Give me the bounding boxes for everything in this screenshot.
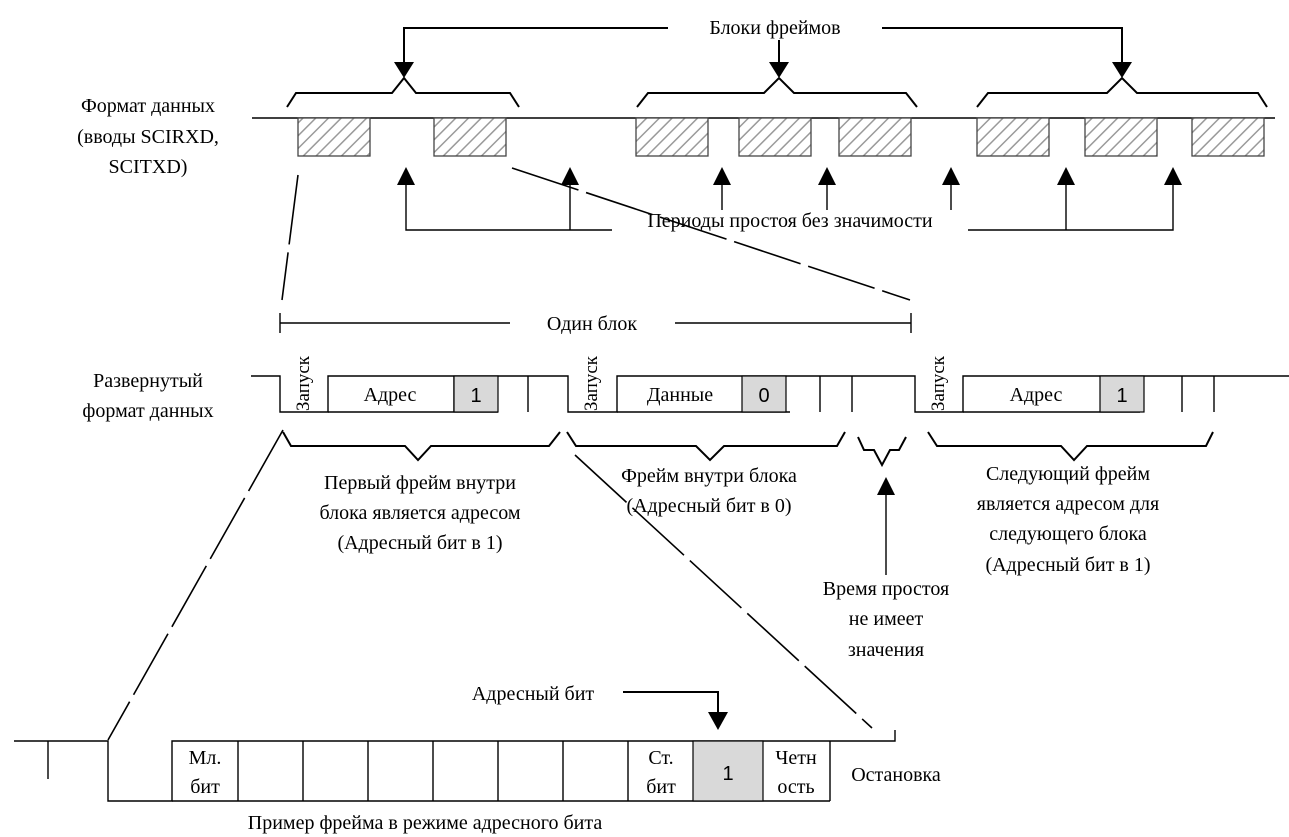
- next-frame-label-1: Следующий фрейм: [986, 463, 1150, 485]
- zoom-line-top-right: [511, 167, 911, 301]
- frame-block3-3: [1191, 117, 1265, 157]
- frame-block2-3: [838, 117, 912, 157]
- block-brace-1: [286, 76, 520, 108]
- first-frame-label-2: блока является адресом: [319, 502, 520, 524]
- idle-bracket-right: [968, 185, 1174, 231]
- idle-arrows: [397, 167, 1182, 231]
- frame-block3-2: [1084, 117, 1158, 157]
- parity-label-2: ость: [777, 776, 814, 798]
- frame-example-section: Адресный бит 1 Мл. бит Ст. бит Четн ость…: [14, 683, 941, 834]
- frame-blocks-connector-right: [882, 27, 1123, 62]
- frame-block2-1: [635, 117, 709, 157]
- address-bit-pointer-line: [623, 691, 719, 714]
- top-data-format-section: Блоки фреймов Формат данных (вводы SCIRX…: [77, 17, 1275, 232]
- frame-brace-3: [927, 431, 1214, 462]
- idle-arrow-6: [1057, 167, 1075, 185]
- first-frame-label-3: (Адресный бит в 1): [337, 532, 502, 554]
- expanded-format-section: Один блок Развернутый формат данных Запу…: [82, 313, 1289, 661]
- frame-block2-2: [738, 117, 812, 157]
- data-field: Данные: [647, 384, 713, 406]
- data-format-label-line3: SCITXD): [109, 156, 188, 178]
- idle-bracket-left: [405, 185, 612, 231]
- frame-block1-2: [433, 117, 507, 157]
- idle-time-label-3: значения: [848, 639, 924, 661]
- block-brace-2: [636, 76, 918, 108]
- idle-arrow-4: [818, 167, 836, 185]
- start-label-2: Запуск: [581, 355, 602, 411]
- address-bit-2-value: 0: [758, 385, 769, 407]
- address-bit-1: [453, 375, 499, 413]
- msb-label-2: бит: [646, 776, 676, 798]
- idle-periods-label: Периоды простоя без значимости: [647, 210, 933, 232]
- address-bit-pointer-arrow: [708, 712, 728, 730]
- idle-arrow-1: [397, 167, 415, 185]
- address-field-1: Адрес: [364, 384, 417, 406]
- next-frame-label-2: является адресом для: [977, 493, 1159, 515]
- first-frame-label-1: Первый фрейм внутри: [324, 472, 516, 494]
- address-bit-3-value: 1: [1116, 385, 1127, 407]
- inner-frame-label-1: Фрейм внутри блока: [621, 465, 797, 487]
- address-bit-pointer-label: Адресный бит: [472, 683, 595, 705]
- frame-blocks-arrow-3: [1112, 62, 1132, 78]
- idle-arrow-3: [713, 167, 731, 185]
- frame-blocks-arrow-1: [394, 62, 414, 78]
- data-format-label-line2: (вводы SCIRXD,: [77, 126, 219, 148]
- address-bit-2: [741, 375, 787, 413]
- inner-frame-label-2: (Адресный бит в 0): [626, 495, 791, 517]
- lsb-label-1: Мл.: [189, 747, 222, 769]
- next-frame-label-3: следующего блока: [989, 523, 1147, 545]
- data-format-label-line1: Формат данных: [81, 95, 215, 117]
- start-label-1: Запуск: [293, 355, 314, 411]
- lsb-label-2: бит: [190, 776, 220, 798]
- example-caption: Пример фрейма в режиме адресного бита: [248, 812, 603, 834]
- frame-brace-1: [282, 431, 561, 462]
- msb-label-1: Ст.: [648, 747, 673, 769]
- parity-label-1: Четн: [775, 747, 817, 769]
- stop-label: Остановка: [851, 764, 941, 786]
- expanded-label-line1: Развернутый: [93, 370, 203, 392]
- frame-blocks-label: Блоки фреймов: [709, 17, 840, 39]
- zoom-line-top-left: [281, 174, 299, 301]
- idle-time-label-2: не имеет: [849, 608, 924, 630]
- address-bit-3: [1099, 375, 1145, 413]
- zoom-line-mid-right: [574, 454, 873, 729]
- example-address-bit-value: 1: [722, 763, 733, 785]
- idle-time-arrow: [877, 477, 895, 495]
- one-block-label: Один блок: [547, 313, 637, 335]
- idle-arrow-2: [561, 167, 579, 185]
- idle-brace: [857, 436, 907, 468]
- idle-arrow-5: [942, 167, 960, 185]
- start-label-3: Запуск: [928, 355, 949, 411]
- address-field-3: Адрес: [1010, 384, 1063, 406]
- example-address-bit: [692, 740, 764, 802]
- expanded-label-line2: формат данных: [82, 400, 213, 422]
- idle-arrow-7: [1164, 167, 1182, 185]
- frame-brace-2: [566, 431, 846, 462]
- frame-block1-1: [297, 117, 371, 157]
- next-frame-label-4: (Адресный бит в 1): [985, 554, 1150, 576]
- frame-blocks-arrow-2: [769, 62, 789, 78]
- block-brace-3: [976, 76, 1268, 108]
- address-bit-1-value: 1: [470, 385, 481, 407]
- frame-block3-1: [976, 117, 1050, 157]
- frame-blocks-connector-left: [403, 27, 668, 62]
- idle-time-label-1: Время простоя: [823, 578, 949, 600]
- expanded-waveform: [251, 375, 1289, 413]
- zoom-line-mid-left: [107, 429, 284, 741]
